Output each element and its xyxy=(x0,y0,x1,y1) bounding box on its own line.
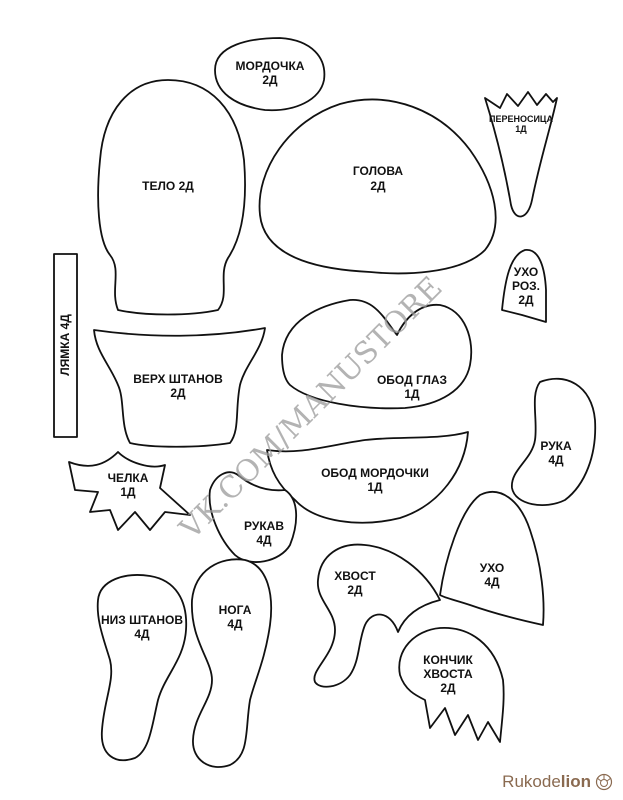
label-ukho: УХО xyxy=(480,561,505,575)
label-golova: ГОЛОВА xyxy=(353,164,404,178)
logo-text-regular: Rukode xyxy=(502,772,561,791)
piece-chelka: ЧЕЛКА 1Д xyxy=(68,451,191,531)
piece-golova: ГОЛОВА 2Д xyxy=(258,98,497,275)
label-mordochka: МОРДОЧКА xyxy=(236,59,305,73)
piece-obod-glaz: ОБОД ГЛАЗ 1Д xyxy=(281,299,473,410)
piece-ukho: УХО 4Д xyxy=(439,491,545,626)
piece-verkh-shtanov: ВЕРХ ШТАНОВ 2Д xyxy=(93,327,266,448)
piece-mordochka: МОРДОЧКА 2Д xyxy=(214,37,326,112)
logo-text-bold: lion xyxy=(560,772,591,791)
label-rukav: РУКАВ xyxy=(244,519,284,533)
count-verkh-shtanov: 2Д xyxy=(170,386,186,400)
label-lyamka: ЛЯМКА 4Д xyxy=(58,314,72,376)
count-niz-shtanov: 4Д xyxy=(134,627,150,641)
label-khvost: ХВОСТ xyxy=(334,569,376,583)
count-obod-glaz: 1Д xyxy=(404,387,420,401)
piece-telo: ТЕЛО 2Д xyxy=(97,79,246,316)
count-ukho: 4Д xyxy=(484,575,500,589)
count-konchik-khvosta: 2Д xyxy=(440,681,456,695)
count-mordochka: 2Д xyxy=(262,73,278,87)
piece-ruka: РУКА 4Д xyxy=(511,377,597,507)
label-ruka: РУКА xyxy=(540,439,572,453)
count-rukav: 4Д xyxy=(256,533,272,547)
label-noga: НОГА xyxy=(219,603,252,617)
count-chelka: 1Д xyxy=(120,485,136,499)
piece-khvost: ХВОСТ 2Д xyxy=(313,543,441,688)
label-verkh-shtanov: ВЕРХ ШТАНОВ xyxy=(133,372,223,386)
label-perenosica: ПЕРЕНОСИЦА xyxy=(489,114,554,124)
label-ukho-roz-2: РОЗ. xyxy=(512,279,540,293)
count-ukho-roz: 2Д xyxy=(518,293,534,307)
label-telo: ТЕЛО 2Д xyxy=(142,179,194,193)
count-noga: 4Д xyxy=(227,617,243,631)
label-chelka: ЧЕЛКА xyxy=(108,471,149,485)
count-golova: 2Д xyxy=(370,179,386,193)
piece-konchik-khvosta: КОНЧИК ХВОСТА 2Д xyxy=(398,627,505,743)
piece-obod-mordochki: ОБОД МОРДОЧКИ 1Д xyxy=(266,431,469,524)
piece-ukho-roz: УХО РОЗ. 2Д xyxy=(501,249,547,323)
count-obod-mordochki: 1Д xyxy=(367,480,383,494)
piece-niz-shtanov: НИЗ ШТАНОВ 4Д xyxy=(96,574,188,762)
label-obod-mordochki: ОБОД МОРДОЧКИ xyxy=(321,466,429,480)
count-khvost: 2Д xyxy=(347,583,363,597)
label-obod-glaz: ОБОД ГЛАЗ xyxy=(377,373,447,387)
count-ruka: 4Д xyxy=(548,453,564,467)
piece-lyamka: ЛЯМКА 4Д xyxy=(53,253,78,438)
label-niz-shtanov: НИЗ ШТАНОВ xyxy=(101,613,183,627)
piece-rukav: РУКАВ 4Д xyxy=(208,471,298,563)
piece-noga: НОГА 4Д xyxy=(191,558,273,768)
count-perenosica: 1Д xyxy=(515,124,527,134)
lion-emblem-icon xyxy=(595,773,613,791)
label-ukho-roz: УХО xyxy=(514,265,539,279)
piece-perenosica: ПЕРЕНОСИЦА 1Д xyxy=(484,91,558,218)
label-konchik-khvosta: КОНЧИК xyxy=(423,653,473,667)
label-konchik-khvosta-2: ХВОСТА xyxy=(423,667,473,681)
